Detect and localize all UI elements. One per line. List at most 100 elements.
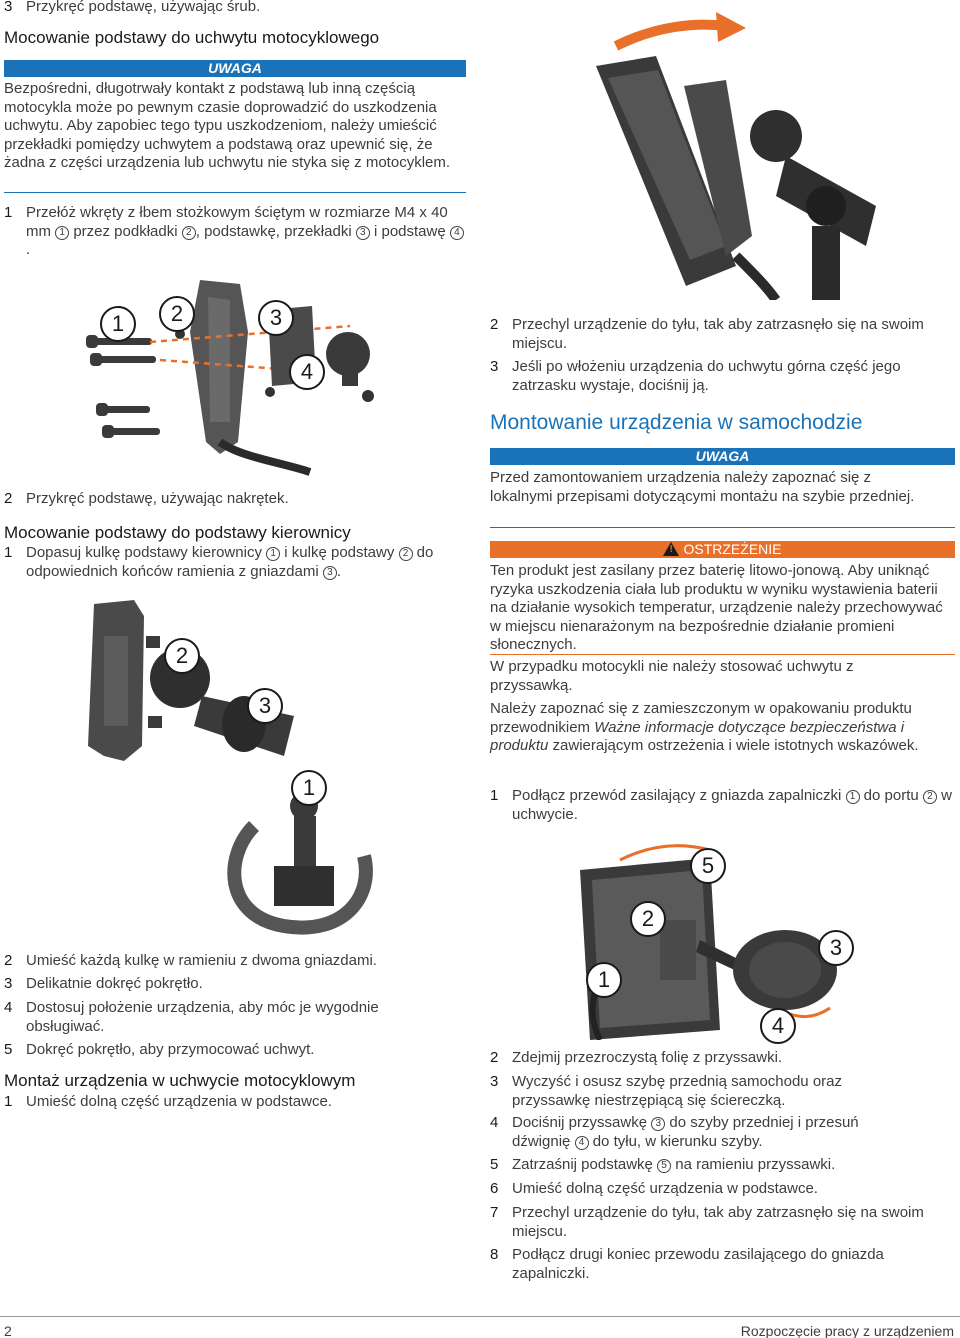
step-text: Przykręć podstawę, używając śrub.: [26, 0, 261, 15]
step-text: Umieść dolną część urządzenia w podstawc…: [26, 1093, 332, 1110]
footer-section-title: Rozpoczęcie pracy z urządzeniem: [740, 1323, 954, 1338]
step-number: 2: [4, 952, 13, 969]
figure-callout: 2: [630, 901, 666, 937]
notice-bar: UWAGA: [490, 448, 955, 465]
step-text: Jeśli po włożeniu urządzenia do uchwytu …: [512, 358, 901, 394]
step-text: Przechyl urządzenie do tyłu, tak aby zat…: [512, 1204, 924, 1240]
handlebar-step-4: 4 Dostosuj położenie urządzenia, aby móc…: [4, 999, 424, 1036]
step-number: 1: [490, 787, 499, 804]
handlebar-step-3: 3 Delikatnie dokręć pokrętło.: [4, 975, 466, 994]
callout-2: 2: [922, 790, 937, 804]
callout-3: 3: [651, 1117, 666, 1131]
step-number: 3: [490, 1073, 499, 1090]
step-number: 4: [4, 999, 13, 1016]
callout-2: 2: [181, 225, 196, 240]
moto-mount-exploded-figure: [86, 280, 374, 476]
step-text: Umieść dolną część urządzenia w podstawc…: [512, 1180, 818, 1197]
step-text: Przełóż wkręty z łbem stożkowym ściętym …: [26, 204, 466, 260]
warning-divider: [490, 654, 955, 655]
step-text: Dopasuj kulkę podstawy kierownicy 1 i ku…: [26, 544, 434, 580]
notice-divider: [4, 192, 466, 193]
device-in-moto-cradle-figure: [596, 12, 876, 300]
handlebar-mount-figure: [88, 600, 373, 935]
footer-divider: [0, 1316, 960, 1317]
handlebar-step-1: 1 Dopasuj kulkę podstawy kierownicy 1 i …: [4, 544, 466, 581]
callout-4: 4: [449, 225, 464, 240]
step-number: 5: [490, 1156, 499, 1173]
figure-callout: 3: [818, 930, 854, 966]
car-step-2: 2 Zdejmij przezroczystą folię z przyssaw…: [490, 1049, 955, 1068]
step-number: 2: [490, 316, 499, 333]
car-step-6: 6 Umieść dolną część urządzenia w podsta…: [490, 1180, 955, 1199]
step-text: Dostosuj położenie urządzenia, aby móc j…: [26, 999, 379, 1035]
figure-callout: 2: [164, 638, 200, 674]
callout-1: 1: [266, 547, 281, 561]
page-number: 2: [4, 1323, 12, 1338]
notice-bar: UWAGA: [4, 60, 466, 77]
callout-3: 3: [355, 225, 370, 240]
step-text: Dokręć pokrętło, aby przymocować uchwyt.: [26, 1041, 315, 1058]
handlebar-step-2: 2 Umieść każdą kulkę w ramieniu z dwoma …: [4, 952, 466, 971]
callout-4: 4: [574, 1135, 589, 1150]
step-number: 2: [490, 1049, 499, 1066]
step-number: 1: [4, 544, 13, 561]
moto-install-step-3: 3 Jeśli po włożeniu urządzenia do uchwyt…: [490, 358, 945, 395]
step-2-nuts: 2 Przykręć podstawę, używając nakrętek.: [4, 490, 466, 509]
notice-divider: [490, 527, 955, 528]
step-number: 2: [4, 490, 13, 507]
step-text: Delikatnie dokręć pokrętło.: [26, 975, 203, 992]
callout-1: 1: [845, 790, 860, 804]
car-step-3: 3 Wyczyść i osusz szybę przednią samocho…: [490, 1073, 910, 1110]
figure-callout: 1: [291, 770, 327, 806]
warning-text: Ten produkt jest zasilany przez baterię …: [490, 562, 943, 653]
step-text: Zatrzaśnij podstawkę 5 na ramieniu przys…: [512, 1156, 836, 1173]
warning-bar: !OSTRZEŻENIE: [490, 541, 955, 558]
step-number: 3: [4, 975, 13, 992]
step-text: Przykręć podstawę, używając nakrętek.: [26, 490, 289, 507]
step-text: Podłącz drugi koniec przewodu zasilające…: [512, 1246, 884, 1282]
callout-1: 1: [55, 225, 70, 240]
car-step-8: 8 Podłącz drugi koniec przewodu zasilają…: [490, 1246, 935, 1283]
heading-car-mount: Montowanie urządzenia w samochodzie: [490, 411, 863, 434]
figure-callout: 2: [159, 296, 195, 332]
warning-icon: !: [663, 542, 680, 556]
step-1-screws: 1 Przełóż wkręty z łbem stożkowym ścięty…: [4, 204, 466, 260]
moto-install-step-2: 2 Przechyl urządzenie do tyłu, tak aby z…: [490, 316, 935, 353]
moto-suction-note: W przypadku motocykli nie należy stosowa…: [490, 658, 854, 694]
heading-handlebar: Mocowanie podstawy do podstawy kierownic…: [4, 523, 351, 542]
install-moto-step-1: 1 Umieść dolną część urządzenia w podsta…: [4, 1093, 466, 1112]
warning-label: OSTRZEŻENIE: [683, 541, 782, 557]
figure-callout: 1: [586, 962, 622, 998]
step-number: 8: [490, 1246, 499, 1263]
step-number: 1: [4, 1093, 13, 1110]
step-text: Przechyl urządzenie do tyłu, tak aby zat…: [512, 316, 924, 352]
figure-callout: 3: [247, 688, 283, 724]
heading-install-moto: Montaż urządzenia w uchwycie motocyklowy…: [4, 1071, 356, 1090]
car-step-1: 1 Podłącz przewód zasilający z gniazda z…: [490, 787, 955, 824]
step-number: 1: [4, 204, 13, 221]
step-number: 5: [4, 1041, 13, 1058]
callout-5: 5: [657, 1159, 672, 1173]
car-step-4: 4 Dociśnij przyssawkę 3 do szyby przedni…: [490, 1114, 910, 1151]
step-text: Dociśnij przyssawkę 3 do szyby przedniej…: [512, 1114, 859, 1150]
step-number: 3: [4, 0, 13, 15]
car-step-7: 7 Przechyl urządzenie do tyłu, tak aby z…: [490, 1204, 935, 1241]
figure-callout: 3: [258, 300, 294, 336]
step-number: 4: [490, 1114, 499, 1131]
figure-callout: 1: [100, 306, 136, 342]
step-number: 3: [490, 358, 499, 375]
notice-text: Bezpośredni, długotrwały kontakt z podst…: [4, 80, 451, 171]
callout-2: 2: [398, 547, 413, 561]
notice-text: Przed zamontowaniem urządzenia należy za…: [490, 469, 915, 505]
step-text: Umieść każdą kulkę w ramieniu z dwoma gn…: [26, 952, 377, 969]
figure-callout: 5: [690, 848, 726, 884]
figure-callout: 4: [289, 354, 325, 390]
figure-callout: 4: [760, 1008, 796, 1044]
car-suction-mount-figure: [580, 844, 837, 1040]
step-text: Wyczyść i osusz szybę przednią samochodu…: [512, 1073, 842, 1109]
heading-moto-base: Mocowanie podstawy do uchwytu motocyklow…: [4, 28, 380, 47]
step-text: Zdejmij przezroczystą folię z przyssawki…: [512, 1049, 783, 1066]
step-number: 6: [490, 1180, 499, 1197]
step-text: Podłącz przewód zasilający z gniazda zap…: [512, 787, 952, 823]
step-3-top: 3 Przykręć podstawę, używając śrub.: [4, 0, 464, 17]
